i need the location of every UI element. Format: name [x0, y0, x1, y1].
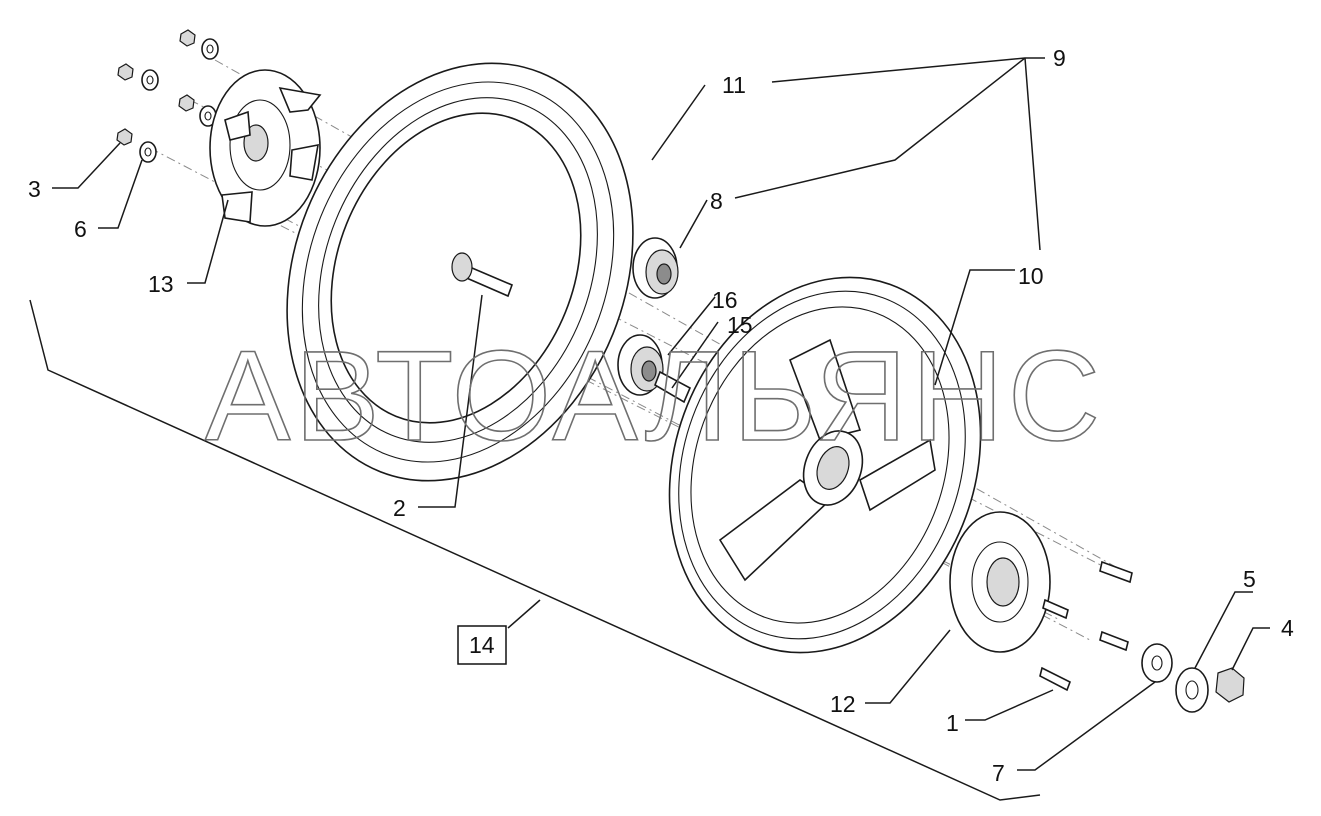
callout-10: 10	[1018, 263, 1044, 289]
hub-cap-12	[949, 511, 1051, 653]
leader-lines	[52, 57, 1270, 771]
callout-14: 14	[469, 632, 495, 658]
bearing-8	[632, 237, 679, 299]
callout-14-box	[457, 625, 507, 665]
wheel-rim-10	[668, 276, 982, 654]
watermark-text: АВТОАЛЬЯНС	[205, 325, 1104, 468]
callout-12: 12	[830, 691, 856, 717]
assembly-14-bracket	[29, 299, 1041, 801]
nut-4	[1215, 667, 1245, 703]
callout-2: 2	[393, 495, 406, 521]
spacer-5	[1175, 667, 1209, 713]
callout-1: 1	[946, 710, 959, 736]
bolt-2	[451, 252, 514, 298]
callout-13: 13	[148, 271, 174, 297]
bolt-group-1	[1039, 560, 1133, 692]
callout-8: 8	[710, 188, 723, 214]
callout-7: 7	[992, 760, 1005, 786]
callout-6: 6	[74, 216, 87, 242]
callout-5: 5	[1243, 566, 1256, 592]
hub-cap-13	[209, 69, 322, 227]
bearing-16	[617, 334, 664, 396]
washer-group-6	[139, 38, 219, 163]
callout-15: 15	[727, 312, 753, 338]
washer-7	[1141, 643, 1173, 683]
nut-group-3	[116, 29, 196, 146]
callout-11: 11	[722, 72, 746, 98]
callout-4: 4	[1281, 615, 1294, 641]
callout-labels: 3 6 13 2 11 9 8 10 16 15 5 4 12 1 7 14	[28, 45, 1294, 786]
callout-9: 9	[1053, 45, 1066, 71]
callout-16: 16	[712, 287, 738, 313]
callout-3: 3	[28, 176, 41, 202]
